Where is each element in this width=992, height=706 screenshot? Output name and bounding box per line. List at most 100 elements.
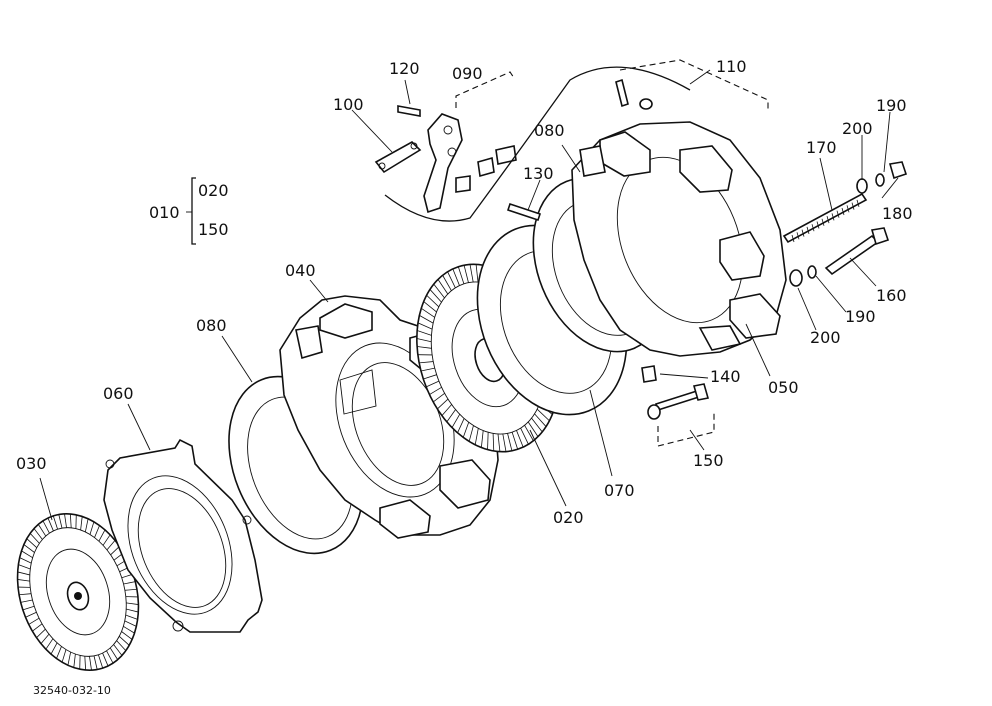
disc-lining-segment bbox=[487, 432, 489, 450]
callout-160: 160 bbox=[876, 286, 907, 305]
disc-lining-segment bbox=[123, 625, 135, 634]
disc-lining-segment bbox=[18, 564, 31, 570]
disc-lining-segment bbox=[419, 361, 434, 364]
disc-lining-segment bbox=[520, 427, 529, 445]
disc-lining-segment bbox=[433, 283, 445, 299]
callout-150: 150 bbox=[693, 451, 724, 470]
drawing-id: 32540-032-10 bbox=[33, 684, 111, 697]
part-150-bolt[interactable] bbox=[647, 383, 710, 420]
callout-100: 100 bbox=[333, 95, 364, 114]
disc-lining-segment bbox=[93, 655, 98, 670]
thread-mark bbox=[841, 207, 845, 216]
disc-lining-segment bbox=[32, 623, 43, 632]
disc-lining-segment bbox=[20, 599, 33, 603]
disc-lining-segment bbox=[507, 433, 513, 451]
disc-lining-segment bbox=[29, 533, 40, 544]
disc-lining-segment bbox=[426, 294, 440, 308]
thread-mark bbox=[856, 199, 860, 208]
part-180-nut[interactable] bbox=[888, 161, 908, 180]
group-010-brace bbox=[191, 177, 196, 245]
callout-090: 090 bbox=[452, 64, 483, 83]
disc-lining-segment bbox=[26, 538, 38, 549]
callout-180: 180 bbox=[882, 204, 913, 223]
part-130-pin[interactable] bbox=[506, 202, 542, 222]
disc-lining-segment bbox=[64, 513, 67, 528]
callout-070: 070 bbox=[604, 481, 635, 500]
disc-lining-segment bbox=[67, 652, 72, 666]
disc-lining-segment bbox=[423, 374, 437, 380]
disc-lining-segment bbox=[33, 528, 43, 540]
disc-lining-segment bbox=[452, 268, 460, 286]
disc-lining-segment bbox=[462, 422, 470, 438]
disc-lining-segment bbox=[102, 534, 111, 546]
part-200-washer-bottom[interactable] bbox=[789, 269, 803, 287]
part-120-pin[interactable] bbox=[397, 105, 421, 117]
thread-mark bbox=[851, 202, 855, 210]
callout-170: 170 bbox=[806, 138, 837, 157]
disc-lining-segment bbox=[21, 550, 33, 559]
assembly-arrow bbox=[384, 66, 691, 222]
disc-lining-segment bbox=[47, 517, 54, 532]
callout-080-right: 080 bbox=[534, 121, 565, 140]
callout-080-left: 080 bbox=[196, 316, 227, 335]
disc-lining-segment bbox=[37, 524, 47, 537]
callout-060: 060 bbox=[103, 384, 134, 403]
callout-200-bottom: 200 bbox=[810, 328, 841, 347]
disc-lining-segment bbox=[469, 264, 474, 283]
disc-lining-segment bbox=[416, 338, 432, 343]
disc-lining-segment bbox=[106, 650, 114, 664]
disc-lining-segment bbox=[417, 322, 433, 330]
part-090-release-lever[interactable] bbox=[423, 113, 517, 214]
disc-lining-segment bbox=[42, 520, 50, 534]
disc-lining-segment bbox=[84, 518, 89, 532]
disc-lining-segment bbox=[17, 571, 30, 576]
disc-lining-segment bbox=[94, 525, 100, 538]
disc-lining-segment bbox=[73, 654, 76, 668]
part-050-clutch-housing[interactable] bbox=[571, 121, 787, 357]
part-140-collar[interactable] bbox=[641, 365, 657, 383]
disc-lining-segment bbox=[126, 602, 139, 605]
disc-lining-segment bbox=[441, 404, 452, 416]
thread-mark bbox=[836, 210, 840, 218]
disc-lining-segment bbox=[50, 642, 58, 655]
group-150-bracket bbox=[657, 410, 715, 447]
disc-lining-segment bbox=[125, 614, 138, 620]
disc-lining-segment bbox=[58, 514, 63, 529]
part-170-stud-bolt[interactable] bbox=[782, 192, 868, 244]
disc-lining-segment bbox=[524, 425, 534, 441]
disc-lining-segment bbox=[61, 649, 67, 663]
part-190-lock-washer-bottom[interactable] bbox=[807, 265, 817, 279]
group-110-bracket bbox=[619, 59, 769, 112]
disc-lining-segment bbox=[492, 433, 495, 451]
thread-mark bbox=[816, 221, 820, 229]
thread-mark bbox=[811, 224, 815, 232]
disc-lining-segment bbox=[437, 398, 449, 410]
part-160-bolt[interactable] bbox=[824, 227, 890, 276]
disc-lining-segment bbox=[429, 289, 442, 303]
callout-020-group: 020 bbox=[198, 181, 229, 200]
part-190-lock-washer-top[interactable] bbox=[875, 173, 885, 187]
part-060-pressure-plate[interactable] bbox=[103, 438, 263, 633]
disc-lining-segment bbox=[25, 611, 37, 618]
callout-030: 030 bbox=[16, 454, 47, 473]
callout-190-top: 190 bbox=[876, 96, 907, 115]
callout-150-group: 150 bbox=[198, 220, 229, 239]
callout-050: 050 bbox=[768, 378, 799, 397]
part-100-lever-link[interactable] bbox=[374, 141, 422, 174]
disc-lining-segment bbox=[423, 301, 437, 313]
disc-lining-segment bbox=[28, 617, 40, 625]
disc-lining-segment bbox=[468, 425, 474, 442]
disc-lining-segment bbox=[89, 656, 92, 671]
disc-lining-segment bbox=[80, 516, 83, 530]
callout-110: 110 bbox=[716, 57, 747, 76]
disc-lining-segment bbox=[17, 579, 30, 582]
thread-mark bbox=[806, 226, 810, 235]
disc-lining-segment bbox=[457, 266, 465, 284]
disc-lining-segment bbox=[420, 367, 435, 372]
disc-lining-segment bbox=[124, 620, 137, 627]
part-110-cotter-pin[interactable] bbox=[615, 78, 653, 110]
part-200-washer-top[interactable] bbox=[856, 178, 868, 194]
callout-130: 130 bbox=[523, 164, 554, 183]
callout-120: 120 bbox=[389, 59, 420, 78]
